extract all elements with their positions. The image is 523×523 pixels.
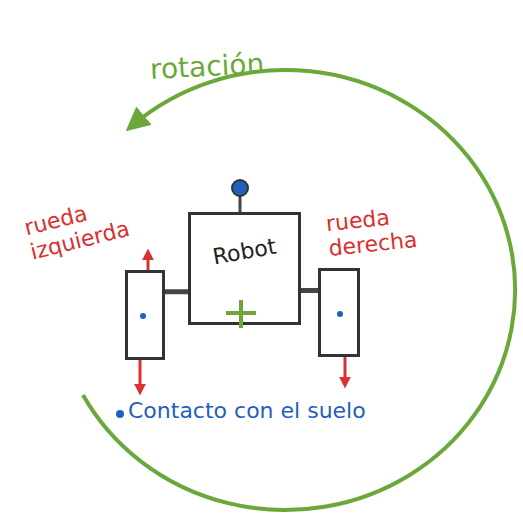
node-title: Robot [190,230,300,273]
wheel-label: rueda derecha [325,199,448,262]
robot-box: Robot [188,212,301,325]
contact-label: Contacto con el suelo [128,398,366,423]
legend-dot [116,410,124,418]
force-arrow [344,357,347,385]
axle-line [301,288,318,293]
force-arrow [139,360,142,392]
rotation-arc [83,70,515,510]
wheel-label: rueda izquierda [22,187,149,265]
rotation-label: rotación [149,47,265,86]
antenna-stem [239,195,242,212]
wheel-box: rueda izquierda [125,270,165,360]
wheel-box: rueda derecha [318,268,360,357]
antenna-dot [232,180,248,196]
force-arrow [147,252,150,270]
axle-line [165,289,188,294]
